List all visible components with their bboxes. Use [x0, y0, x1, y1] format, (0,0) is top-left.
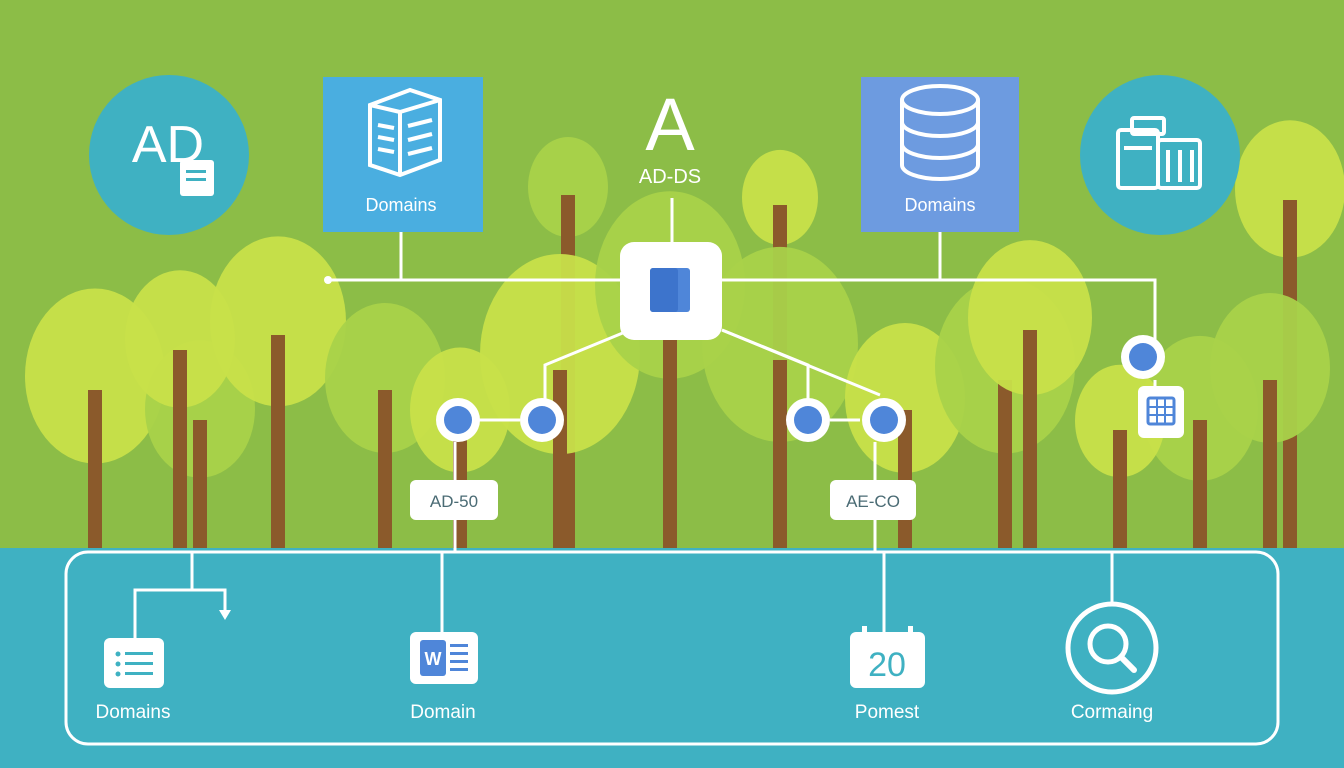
- building-icon: [1116, 116, 1202, 190]
- tree-trunk: [271, 335, 285, 548]
- tree-trunk: [1193, 420, 1207, 548]
- tree-crown: [528, 137, 608, 237]
- bottom-frame: [64, 550, 1280, 746]
- ad-badge-text: AD: [132, 116, 204, 174]
- search-icon: [1065, 601, 1159, 695]
- tree-trunk: [1263, 380, 1277, 548]
- calendar-node: [1138, 386, 1184, 438]
- forest: [25, 120, 1344, 548]
- tree-crown: [210, 236, 346, 407]
- tree-trunk: [553, 370, 567, 548]
- database-icon: [900, 84, 980, 181]
- tree-trunk: [998, 380, 1012, 548]
- file-icon: [180, 160, 214, 196]
- domains-card-left: [323, 77, 483, 232]
- arrow-head: [219, 610, 231, 620]
- word-document-icon: W: [410, 632, 478, 684]
- tree-trunk: [1113, 430, 1127, 548]
- tree-crown: [742, 149, 818, 245]
- tree-trunk: [773, 360, 787, 548]
- tag-right: [830, 480, 916, 520]
- title-text: AD-DS: [639, 166, 701, 188]
- tag-right-text: AE-CO: [846, 492, 900, 511]
- bottom-panel: [0, 548, 1344, 768]
- grid-icon: [1146, 396, 1176, 426]
- bottom-label-1: Domains: [96, 702, 171, 723]
- tag-left-text: AD-50: [430, 492, 478, 511]
- tree-crown: [1210, 293, 1330, 443]
- domains-card-right: [861, 77, 1019, 232]
- tree-trunk: [173, 350, 187, 548]
- tree-trunk: [663, 300, 677, 548]
- tree-trunk: [88, 390, 102, 548]
- list-icon: [104, 638, 164, 688]
- domains-card-left-label: Domains: [365, 195, 436, 215]
- connector-dot: [324, 276, 332, 284]
- tree-crown: [1235, 120, 1344, 258]
- document-icon: [650, 268, 690, 312]
- tag-left: [410, 480, 498, 520]
- tree-trunk: [193, 420, 207, 548]
- tree-trunk: [378, 390, 392, 548]
- bottom-label-4: Cormaing: [1071, 702, 1153, 723]
- calendar-icon: [850, 626, 925, 688]
- bottom-label-3: Pomest: [855, 702, 920, 723]
- tree-trunk: [1023, 330, 1037, 548]
- title-glyph: A: [645, 83, 695, 166]
- server-icon: [368, 87, 442, 178]
- tree-crown: [702, 246, 858, 442]
- domains-card-right-label: Domains: [904, 195, 975, 215]
- calendar-badge: 20: [868, 646, 906, 684]
- bottom-label-2: Domain: [410, 702, 475, 723]
- circle-nodes: [436, 335, 1165, 442]
- svg-text:W: W: [425, 649, 442, 669]
- tree-crown: [125, 270, 235, 408]
